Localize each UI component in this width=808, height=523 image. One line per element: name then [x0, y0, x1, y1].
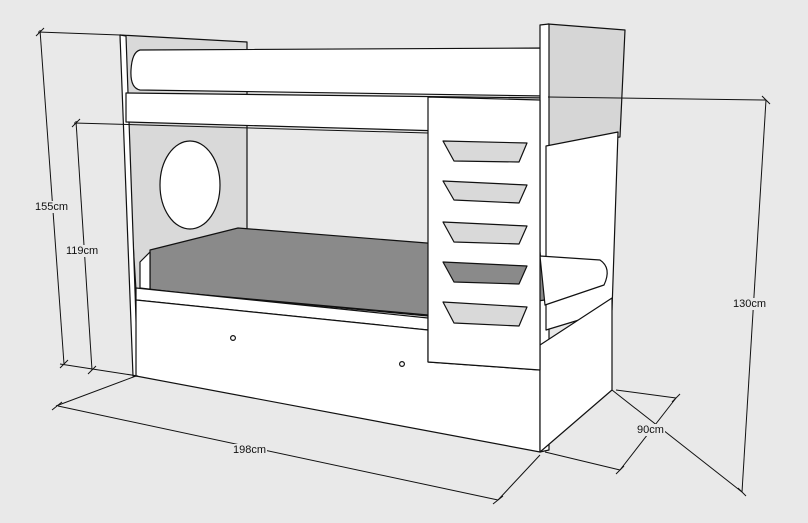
drawer-handle-right [399, 361, 406, 368]
ladder-step [442, 140, 528, 163]
lower-mattress-end [539, 255, 608, 306]
upper-mattress [130, 47, 547, 97]
ladder-step [442, 261, 528, 285]
ladder-step [442, 180, 528, 204]
drawer-handle-left [230, 335, 237, 342]
ladder-step [442, 301, 528, 327]
dimension-lines [35, 27, 771, 505]
dimension-label-119: 119cm [65, 245, 100, 257]
right-head-panel [545, 23, 626, 147]
porthole-window [159, 140, 221, 230]
ladder-step [442, 221, 528, 245]
dimension-label-130: 130cm [732, 298, 768, 310]
dimension-label-90: 90cm [636, 424, 665, 436]
dimension-label-155: 155cm [34, 201, 70, 213]
dimension-label-198: 198cm [232, 444, 268, 456]
